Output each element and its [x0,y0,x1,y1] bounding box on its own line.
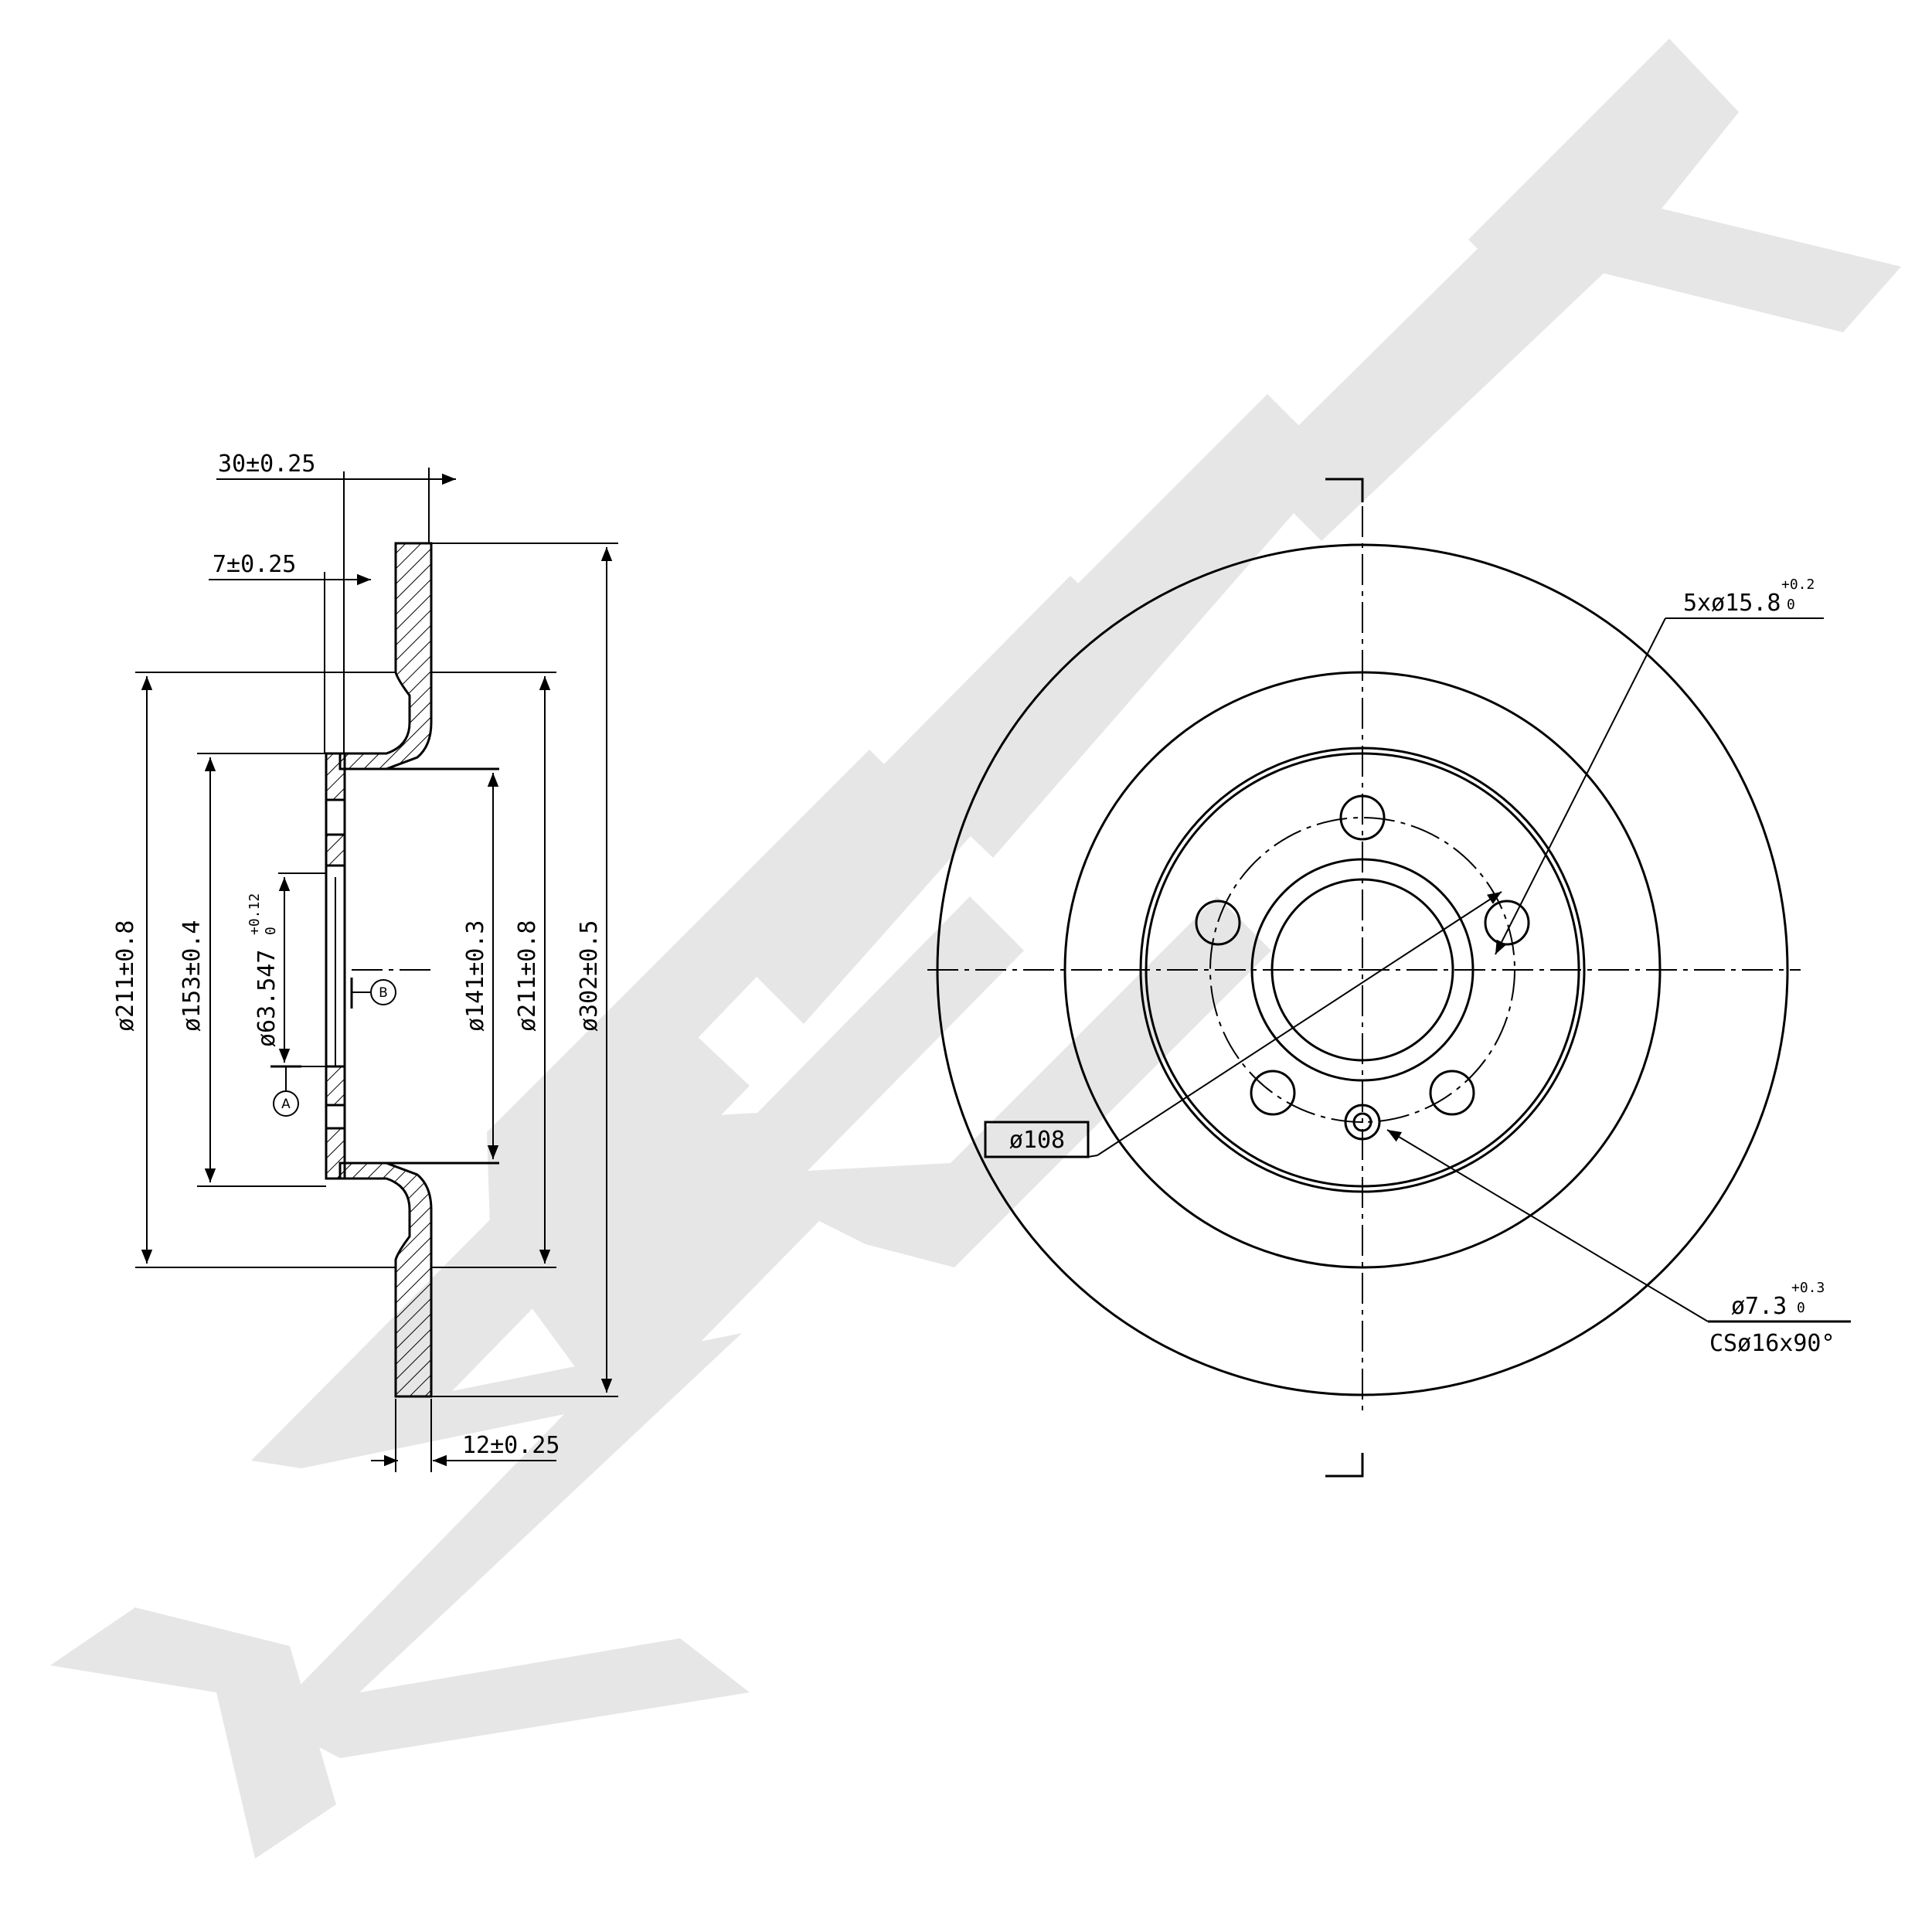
bolt-hole-2 [1484,900,1530,946]
dim-bolt-holes: 5xø15.8 [1683,590,1781,617]
bolt-hole-5 [1195,900,1241,946]
dim-hat-inner-dia: ø141±0.3 [462,920,489,1032]
dim-pcd: ø108 [1009,1127,1065,1154]
front-view: ø108 5xø15.8 +0.2 0 ø7.3 +0.3 0 CSø16x90… [927,478,1851,1478]
dim-center-bore-tol-lower: 0 [263,927,279,935]
dim-hat-dia: ø153±0.4 [179,920,206,1032]
dim-set-screw-tol-lower: 0 [1797,1300,1805,1316]
watermark-letter-n2 [896,394,1337,858]
dim-total-width: 30±0.25 [218,451,315,478]
side-section-view: 30±0.25 7±0.25 12±0.25 ø211±0.8 ø153±0.4… [112,451,618,1472]
watermark-letter-k [1468,39,1901,332]
dim-countersink: CSø16x90° [1709,1330,1835,1357]
watermark-chevron [50,1607,336,1859]
bolt-hole-1 [1339,794,1386,841]
watermark-letter-e [487,750,1271,1426]
hat-section-3 [325,1065,346,1107]
dim-bolt-holes-tol-upper: +0.2 [1781,577,1815,593]
dim-friction-inner-dia-right: ø211±0.8 [514,920,541,1032]
datum-b-symbol [370,979,396,1005]
datum-b-label: B [379,985,388,1001]
dim-set-screw-tol-upper: +0.3 [1791,1280,1825,1296]
section-marker-top [1325,478,1364,502]
dim-friction-inner-dia-left: ø211±0.8 [112,920,139,1032]
datum-a-label: A [281,1097,291,1112]
section-marker-bottom [1325,1453,1364,1478]
watermark-logo [50,39,1901,1859]
dim-bolt-holes-tol-lower: 0 [1787,597,1795,613]
dim-hat-thickness: 7±0.25 [213,551,296,578]
dim-set-screw: ø7.3 [1731,1293,1787,1320]
hat-section-4 [325,1127,346,1180]
set-screw-inner [1352,1112,1372,1132]
dim-center-bore: ø63.547 [253,950,281,1047]
pcd-box [984,1121,1090,1158]
dim-center-bore-tol-upper: +0.12 [247,893,263,935]
hat-section-2 [325,833,346,867]
bolt-hole-3 [1429,1070,1475,1116]
set-screw-hole [1344,1104,1381,1141]
disc-section-lower [338,1162,433,1398]
bolt-hole-4 [1250,1070,1296,1116]
dim-outer-dia: ø302±0.5 [576,920,603,1032]
datum-a-symbol [273,1090,299,1117]
hat-section-1 [325,752,346,801]
dim-disc-thickness: 12±0.25 [462,1432,560,1459]
disc-section-upper [338,542,433,770]
